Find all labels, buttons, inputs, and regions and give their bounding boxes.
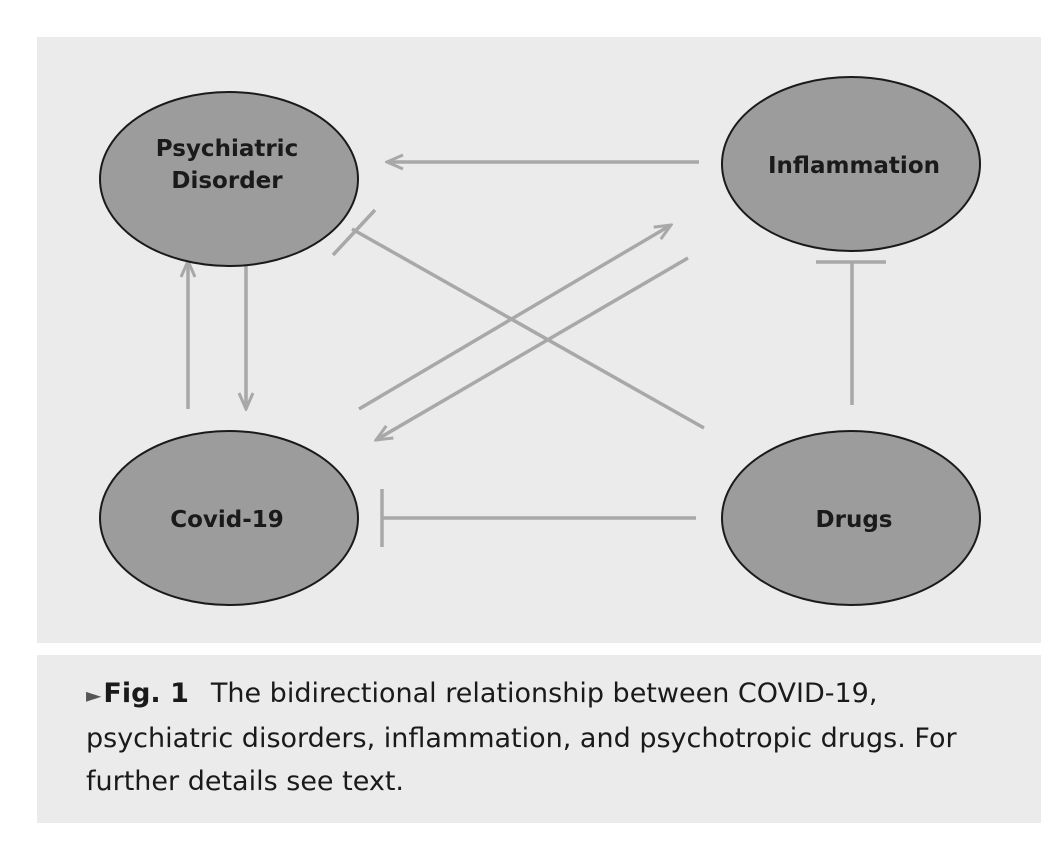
node-psychiatric-disorder-label-line-2: Disorder <box>171 168 283 194</box>
figure-diagram: Psychiatric Disorder Inflammation Covid-… <box>37 37 1041 643</box>
diagram-canvas: Psychiatric Disorder Inflammation Covid-… <box>99 76 981 606</box>
node-psychiatric-disorder: Psychiatric Disorder <box>99 91 359 267</box>
edge-drugs-inhibits-psychiatric <box>331 208 705 430</box>
edge-covid-to-inflammation <box>358 225 671 411</box>
edge-drugs-inhibits-covid <box>380 489 696 547</box>
node-drugs: Drugs <box>721 430 981 606</box>
node-inflammation: Inflammation <box>721 76 981 252</box>
caption-figure-label: Fig. 1 <box>103 678 189 709</box>
edge-inflammation-to-covid <box>376 256 689 440</box>
node-psychiatric-disorder-label-line-1: Psychiatric <box>156 136 298 162</box>
caption-body: The bidirectional relationship between C… <box>86 678 957 797</box>
caption-marker-icon: ► <box>86 683 102 707</box>
node-drugs-label: Drugs <box>816 507 893 533</box>
node-covid-19-label: Covid-19 <box>170 507 284 533</box>
node-inflammation-label: Inflammation <box>768 153 940 179</box>
edge-drugs-inhibits-inflammation <box>816 260 886 405</box>
node-covid-19: Covid-19 <box>99 430 359 606</box>
